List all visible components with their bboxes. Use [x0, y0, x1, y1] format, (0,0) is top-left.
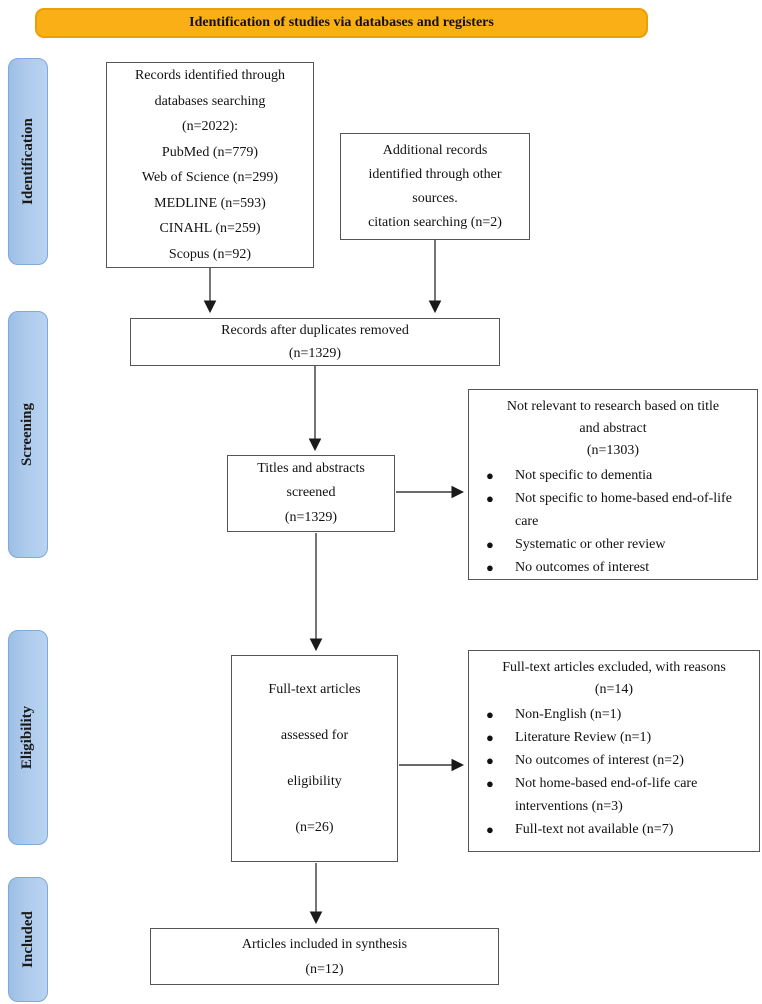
stage-screening: Screening [8, 311, 48, 558]
box-records-identified-text: Records identified through databases sea… [134, 68, 286, 262]
bullet-item: No outcomes of interest [473, 556, 753, 579]
bullet-item: Systematic or other review [473, 533, 753, 556]
stage-screening-label: Screening [19, 402, 36, 467]
box-not-relevant-bullets: Not specific to dementiaNot specific to … [473, 464, 753, 579]
box-records-identified: Records identified through databases sea… [106, 62, 314, 268]
bullet-item: Full-text not available (n=7) [473, 818, 755, 841]
box-not-relevant-exclusions: Not relevant to research based on title … [468, 389, 758, 580]
box-included-synthesis-text: Articles included in synthesis (n=12) [241, 936, 408, 977]
bullet-item: Non-English (n=1) [473, 703, 755, 726]
box-fulltext-excluded-title: Full-text articles excluded, with reason… [502, 660, 726, 697]
box-fulltext-excluded: Full-text articles excluded, with reason… [468, 650, 760, 852]
box-duplicates-removed-text: Records after duplicates removed (n=1329… [221, 323, 409, 361]
stage-identification: Identification [8, 58, 48, 265]
box-fulltext-assessed: Full-text articles assessed for eligibil… [231, 655, 398, 862]
banner-title-label: Identification of studies via databases … [189, 15, 494, 30]
stage-eligibility: Eligibility [8, 630, 48, 845]
box-additional-records-text: Additional records identified through ot… [368, 142, 502, 230]
stage-included: Included [8, 877, 48, 1002]
stage-identification-label: Identification [19, 118, 36, 205]
bullet-item: Not specific to home-based end-of-life c… [473, 487, 753, 533]
box-included-synthesis: Articles included in synthesis (n=12) [150, 928, 499, 985]
bullet-item: No outcomes of interest (n=2) [473, 749, 755, 772]
box-not-relevant-title: Not relevant to research based on title … [506, 399, 720, 458]
box-fulltext-assessed-text: Full-text articles assessed for eligibil… [268, 681, 361, 835]
box-titles-screened-text: Titles and abstracts screened (n=1329) [257, 460, 365, 525]
box-additional-records: Additional records identified through ot… [340, 133, 530, 240]
stage-eligibility-label: Eligibility [19, 705, 36, 770]
box-fulltext-excluded-bullets: Non-English (n=1)Literature Review (n=1)… [473, 703, 755, 841]
stage-included-label: Included [19, 911, 36, 968]
bullet-item: Not home-based end-of-life care interven… [473, 772, 755, 818]
bullet-item: Not specific to dementia [473, 464, 753, 487]
box-duplicates-removed: Records after duplicates removed (n=1329… [130, 318, 500, 366]
bullet-item: Literature Review (n=1) [473, 726, 755, 749]
box-titles-screened: Titles and abstracts screened (n=1329) [227, 455, 395, 532]
banner-title: Identification of studies via databases … [35, 8, 648, 38]
